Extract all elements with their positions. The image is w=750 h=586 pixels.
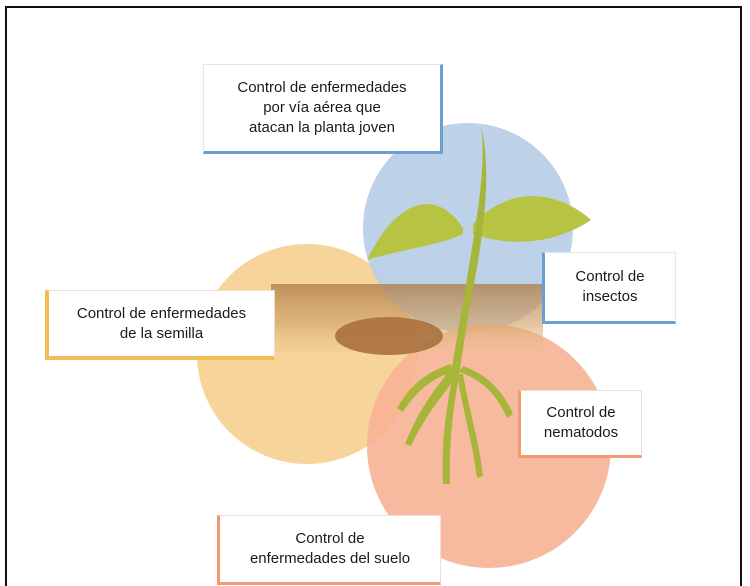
root-left bbox=[405, 368, 455, 446]
circle-air-diseases bbox=[363, 123, 573, 333]
circle-soil-diseases bbox=[367, 324, 611, 568]
label-nematodes: Control de nematodos bbox=[518, 390, 642, 458]
root-mid bbox=[457, 374, 483, 478]
label-air-diseases: Control de enfermedades por vía aérea qu… bbox=[203, 64, 443, 154]
plant-leaf-left bbox=[367, 204, 463, 260]
root-far-left bbox=[397, 364, 453, 412]
root-right bbox=[459, 366, 513, 418]
plant-leaf-right bbox=[473, 196, 591, 242]
root-mid-left bbox=[442, 372, 459, 484]
label-insects: Control de insectos bbox=[542, 252, 676, 324]
label-soil-diseases: Control de enfermedades del suelo bbox=[217, 515, 441, 585]
label-seed-diseases: Control de enfermedades de la semilla bbox=[45, 290, 275, 360]
seed bbox=[335, 317, 443, 355]
diagram-illustration bbox=[197, 123, 611, 568]
plant bbox=[367, 126, 591, 484]
plant-stem bbox=[451, 126, 487, 376]
diagram-frame: Control de enfermedades por vía aérea qu… bbox=[5, 6, 742, 586]
